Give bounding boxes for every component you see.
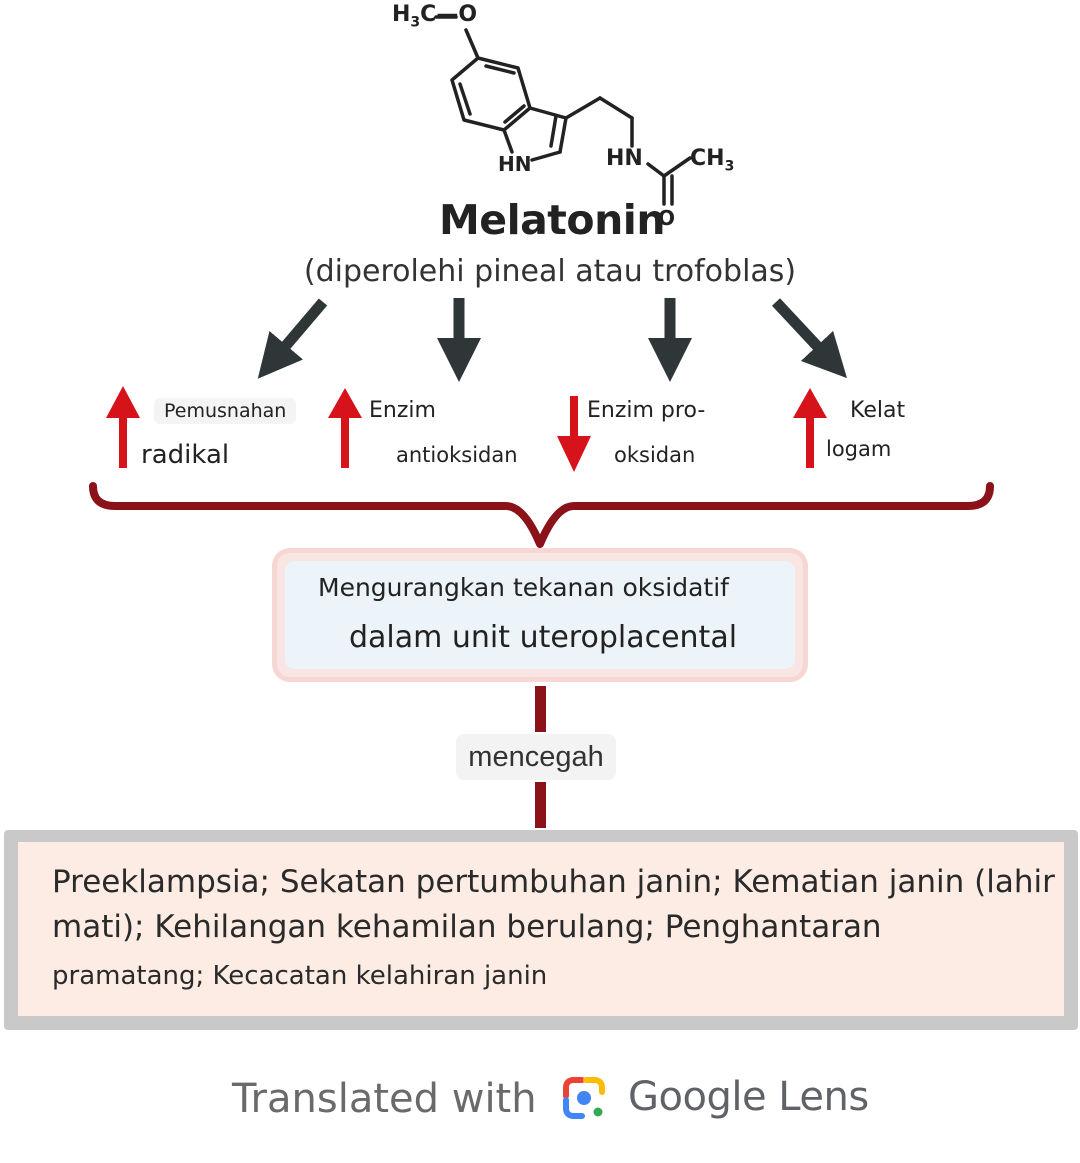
google-lens-icon bbox=[563, 1077, 605, 1119]
up-arrow-enzim-antioksidan bbox=[328, 388, 362, 468]
molecule-subtitle: (diperolehi pineal atau trofoblas) bbox=[303, 254, 797, 289]
indole-nh-label: HN bbox=[498, 152, 532, 176]
dark-arrows bbox=[257, 298, 848, 382]
oxygen-label: O bbox=[658, 206, 676, 230]
down-arrow-enzim-prooksidan bbox=[557, 396, 591, 472]
effect-1-line1: Pemusnahan bbox=[154, 398, 297, 424]
effect-4-line2: logam bbox=[826, 437, 892, 461]
outcomes-line1: Preeklampsia; Sekatan pertumbuhan janin;… bbox=[52, 864, 1055, 900]
effect-4-line1: Kelat bbox=[850, 398, 906, 423]
result-line2: dalam unit uteroplacental bbox=[349, 620, 738, 655]
red-arrows bbox=[106, 386, 827, 472]
effect-2-line2: antioksidan bbox=[396, 443, 518, 467]
connector-line-top bbox=[535, 686, 546, 732]
footer-prefix: Translated with bbox=[232, 1076, 537, 1122]
result-box bbox=[272, 548, 808, 682]
up-arrow-radikal bbox=[106, 386, 140, 468]
effect-1-line2: radikal bbox=[141, 440, 230, 470]
connector-label: mencegah bbox=[456, 734, 616, 780]
up-arrow-kelat-logam bbox=[793, 388, 827, 468]
outcomes-box bbox=[4, 830, 1078, 1030]
effect-3-line1: Enzim pro- bbox=[587, 398, 706, 423]
amide-nh-label: HN bbox=[606, 146, 643, 171]
connector-line-bottom bbox=[535, 782, 546, 828]
result-line1: Mengurangkan tekanan oksidatif bbox=[318, 573, 729, 602]
arrow-to-kelat-logam bbox=[771, 298, 848, 379]
effect-3-line2: oksidan bbox=[614, 443, 696, 467]
melatonin-structure bbox=[434, 15, 692, 206]
outcomes-line2: mati); Kehilangan kehamilan berulang; Pe… bbox=[52, 909, 882, 945]
arrow-to-radikal bbox=[257, 298, 328, 379]
grouping-brace bbox=[89, 482, 994, 548]
outcomes-line3: pramatang; Kecacatan kelahiran janin bbox=[52, 961, 548, 991]
methyl-ether-label: H3C—O bbox=[392, 2, 478, 31]
footer-brand: Google Lens bbox=[628, 1074, 869, 1120]
effect-2-line1: Enzim bbox=[369, 398, 436, 423]
methyl-label: CH3 bbox=[690, 146, 735, 175]
molecule-title: Melatonin bbox=[438, 196, 666, 244]
